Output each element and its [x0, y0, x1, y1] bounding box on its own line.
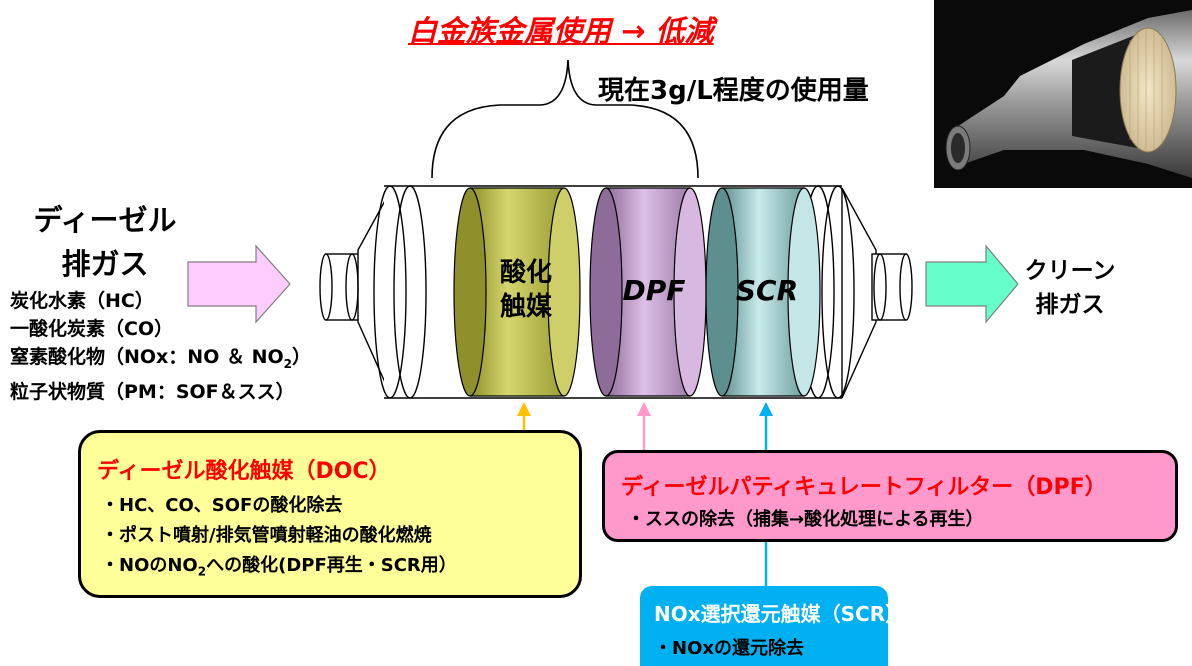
dpf-segment-label: DPF [622, 274, 686, 307]
pollutant-nox: 窒素酸化物（NOx：NO ＆ NO2） [10, 346, 312, 371]
inlet-label: ディーゼル 排ガス [20, 198, 190, 286]
outlet-label-line2: 排ガス [1035, 292, 1105, 318]
scr-box-title: NOx選択還元触媒（SCR） [654, 602, 906, 626]
loading-note: 現在3g/L程度の使用量 [598, 76, 869, 106]
scr-segment-label: SCR [735, 274, 799, 307]
brace [431, 59, 699, 179]
outlet-label-line1: クリーン [1024, 258, 1116, 284]
inlet-arrow [187, 244, 291, 324]
scr-box-line1: ・NOxの還元除去 [654, 638, 804, 659]
scr-info-box: NOx選択還元触媒（SCR） ・NOxの還元除去 [640, 586, 905, 666]
doc-pointer [517, 402, 531, 432]
outlet-arrow [925, 244, 1019, 324]
dpf-pointer [637, 402, 651, 452]
catalytic-converter-photo [934, 0, 1192, 188]
inlet-label-line2: 排ガス [61, 247, 149, 281]
doc-brick [453, 187, 581, 397]
dpf-box-title: ディーゼルパティキュレートフィルター（DPF） [621, 475, 1107, 500]
pollutant-hc: 炭化水素（HC） [10, 290, 154, 312]
doc-segment-label: 酸化 触媒 [499, 258, 552, 322]
pollutant-co: 一酸化炭素（CO） [10, 318, 174, 340]
doc-info-box: ディーゼル酸化触媒（DOC） ・HC、CO、SOFの酸化除去 ・ポスト噴射/排気… [78, 430, 582, 598]
outlet-label: クリーン 排ガス [1020, 254, 1120, 322]
pollutant-list: 炭化水素（HC） 一酸化炭素（CO） 窒素酸化物（NOx：NO ＆ NO2） 粒… [10, 287, 311, 406]
doc-box-line3: ・NOのNO2への酸化(DPF再生・SCR用） [101, 555, 457, 579]
scr-brick [705, 187, 821, 397]
doc-box-line1: ・HC、CO、SOFの酸化除去 [101, 495, 343, 516]
doc-box-line2: ・ポスト噴射/排気管噴射軽油の酸化燃焼 [101, 525, 432, 546]
dpf-box-line1: ・ススの除去（捕集→酸化処理による再生） [627, 509, 984, 530]
inlet-label-line1: ディーゼル [33, 203, 177, 237]
doc-box-title: ディーゼル酸化触媒（DOC） [97, 459, 391, 484]
dpf-info-box: ディーゼルパティキュレートフィルター（DPF） ・ススの除去（捕集→酸化処理によ… [602, 450, 1178, 542]
dpf-brick [589, 187, 707, 397]
headline: 白金族金属使用 → 低減 [408, 14, 714, 48]
pollutant-pm: 粒子状物質（PM：SOF＆スス） [10, 380, 295, 403]
